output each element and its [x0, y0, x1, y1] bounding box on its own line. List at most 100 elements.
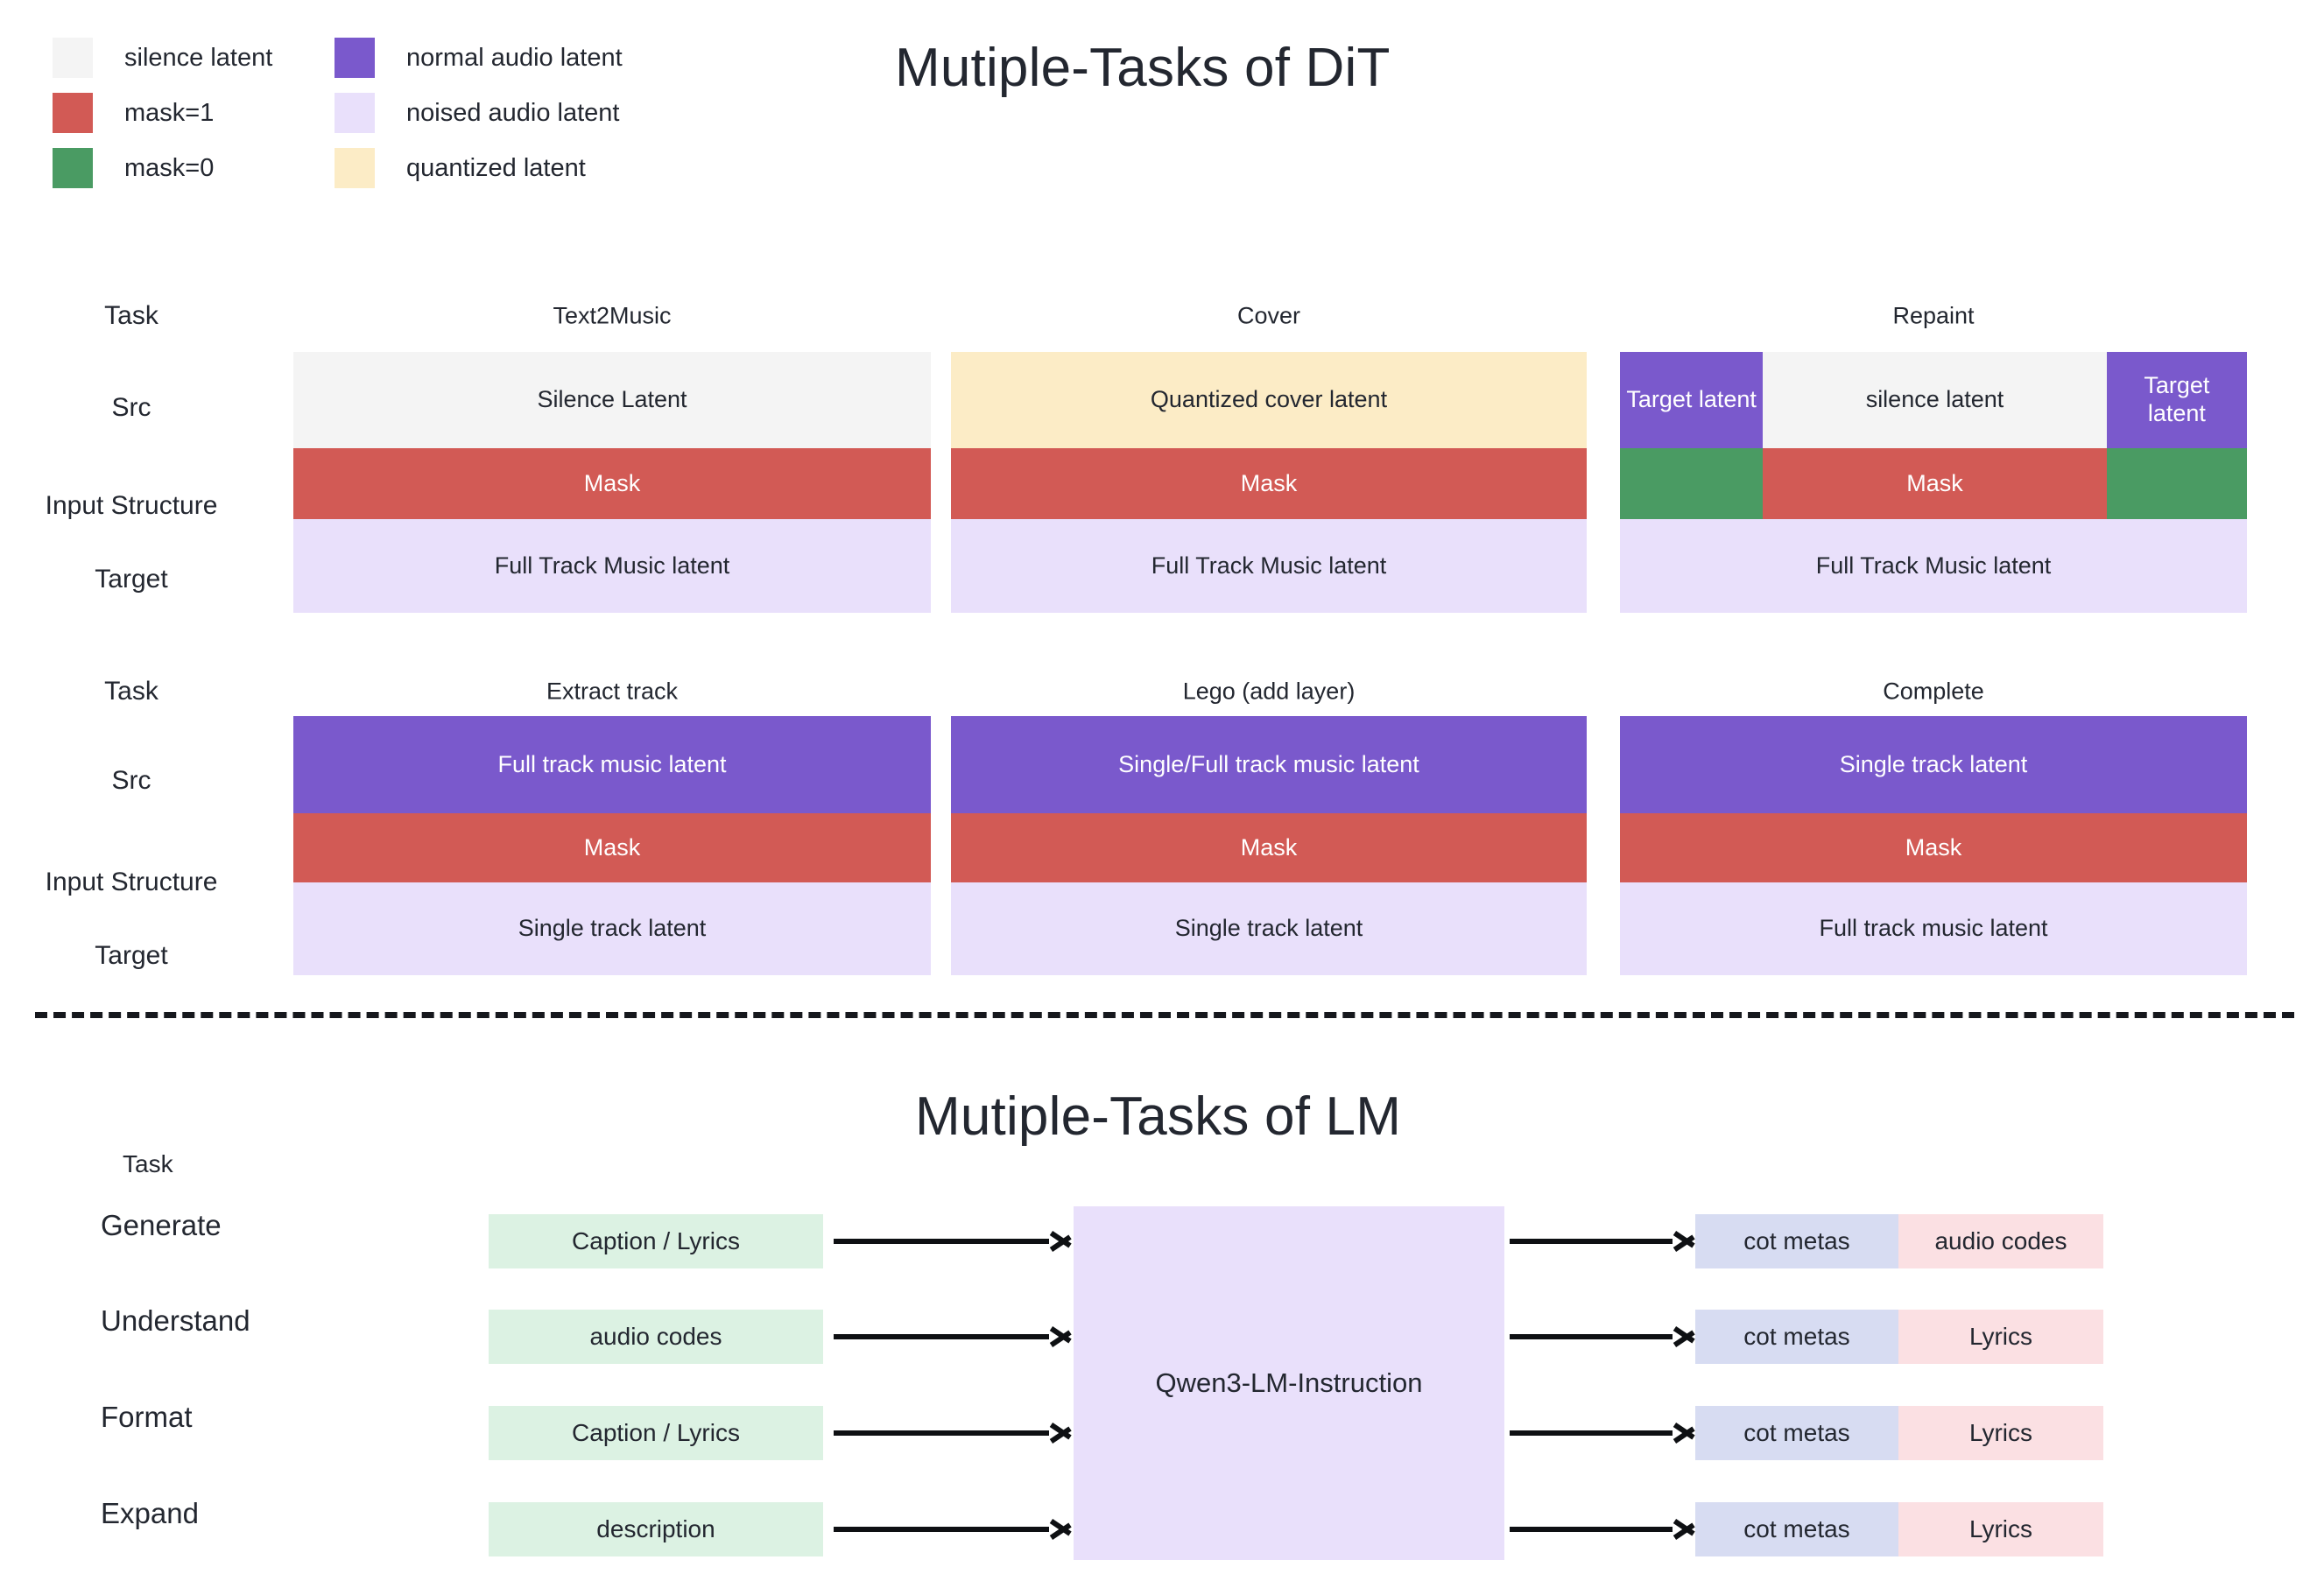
dit-task-label: Repaint	[1892, 302, 1975, 329]
dit-cell-src: silence latent	[1763, 352, 2107, 448]
dit-cell-src: Target latent	[1620, 352, 1764, 448]
lm-input-box: Caption / Lyrics	[489, 1406, 823, 1460]
row-label-task: Task	[104, 677, 158, 706]
dit-cell-structure: Mask	[1620, 813, 2247, 882]
dit-cell-structure: Mask	[293, 448, 931, 519]
dit-cell-structure: Mask	[951, 813, 1587, 882]
lm-output-payload: audio codes	[1898, 1214, 2103, 1268]
arrowhead-icon	[1671, 1423, 1692, 1444]
legend-label: quantized latent	[406, 153, 586, 182]
lm-task-header: Task	[123, 1150, 173, 1177]
section-divider	[35, 1012, 2294, 1018]
lm-input-box: description	[489, 1502, 823, 1556]
dit-task-label: Lego (add layer)	[1182, 678, 1356, 705]
legend-label: noised audio latent	[406, 98, 620, 127]
lm-arrow-in	[834, 1519, 1068, 1540]
legend-entry: mask=0	[53, 145, 272, 191]
lm-output-cot-metas: cot metas	[1695, 1406, 1898, 1460]
dit-cell-structure	[1620, 448, 1764, 519]
row-label-input-structure: Input Structure	[45, 491, 218, 520]
dit-task-label: Complete	[1883, 678, 1984, 705]
lm-output-cot-metas: cot metas	[1695, 1310, 1898, 1364]
dit-task-label: Cover	[1236, 302, 1301, 329]
dit-cell-target: Full Track Music latent	[1620, 519, 2247, 613]
arrow-shaft	[1510, 1334, 1673, 1339]
lm-model-box: Qwen3-LM-Instruction	[1074, 1206, 1504, 1560]
dit-task-label: Text2Music	[553, 302, 672, 329]
dit-cell-src: Quantized cover latent	[951, 352, 1587, 448]
lm-arrow-in	[834, 1326, 1068, 1347]
legend-swatch-normal-audio-latent	[335, 38, 375, 78]
dit-cell-target: Full track music latent	[1620, 882, 2247, 975]
lm-arrow-out	[1510, 1519, 1692, 1540]
legend-label: mask=1	[124, 98, 215, 127]
arrow-shaft	[834, 1239, 1049, 1244]
legend-swatch-mask-1	[53, 93, 93, 133]
arrow-shaft	[1510, 1430, 1673, 1436]
arrow-shaft	[834, 1430, 1049, 1436]
dit-cell-src: Single track latent	[1620, 716, 2247, 813]
lm-arrow-out	[1510, 1231, 1692, 1252]
lm-section-title: Mutiple-Tasks of LM	[915, 1086, 1402, 1147]
arrowhead-icon	[1671, 1231, 1692, 1252]
lm-arrow-in	[834, 1423, 1068, 1444]
dit-cell-src: Single/Full track music latent	[951, 716, 1587, 813]
lm-task-label-generate: Generate	[101, 1209, 222, 1241]
arrow-shaft	[834, 1527, 1049, 1532]
lm-task-label-format: Format	[101, 1401, 193, 1433]
lm-output-payload: Lyrics	[1898, 1310, 2103, 1364]
lm-output-payload: Lyrics	[1898, 1406, 2103, 1460]
arrow-shaft	[1510, 1239, 1673, 1244]
dit-cell-target: Full Track Music latent	[951, 519, 1587, 613]
legend-swatch-quantized-latent	[335, 148, 375, 188]
dit-cell-structure: Mask	[1763, 448, 2107, 519]
lm-task-label-understand: Understand	[101, 1304, 250, 1337]
legend-entry: silence latent	[53, 35, 272, 81]
dit-task-label: Extract track	[546, 678, 679, 705]
dit-cell-src: Target latent	[2106, 352, 2247, 448]
lm-output-payload: Lyrics	[1898, 1502, 2103, 1556]
dit-cell-src: Full track music latent	[293, 716, 931, 813]
arrow-shaft	[1510, 1527, 1673, 1532]
dit-cell-structure: Mask	[293, 813, 931, 882]
arrowhead-icon	[1047, 1423, 1068, 1444]
lm-input-box: audio codes	[489, 1310, 823, 1364]
legend-label: silence latent	[124, 43, 273, 72]
row-label-target: Target	[95, 565, 168, 594]
lm-input-box: Caption / Lyrics	[489, 1214, 823, 1268]
arrowhead-icon	[1671, 1326, 1692, 1347]
dit-cell-src: Silence Latent	[293, 352, 931, 448]
lm-output-cot-metas: cot metas	[1695, 1214, 1898, 1268]
row-label-target: Target	[95, 941, 168, 970]
legend-column: silence latent mask=1 mask=0	[53, 35, 272, 200]
legend-swatch-noised-audio-latent	[335, 93, 375, 133]
arrowhead-icon	[1047, 1326, 1068, 1347]
arrowhead-icon	[1671, 1519, 1692, 1540]
arrowhead-icon	[1047, 1231, 1068, 1252]
arrowhead-icon	[1047, 1519, 1068, 1540]
dit-cell-structure	[2106, 448, 2247, 519]
dit-cell-target: Single track latent	[293, 882, 931, 975]
row-label-task: Task	[104, 301, 158, 330]
dit-section-title: Mutiple-Tasks of DiT	[895, 38, 1391, 98]
lm-output-cot-metas: cot metas	[1695, 1502, 1898, 1556]
legend-swatch-silence-latent	[53, 38, 93, 78]
lm-task-label-expand: Expand	[101, 1497, 199, 1529]
row-label-src: Src	[111, 766, 151, 795]
lm-arrow-out	[1510, 1423, 1692, 1444]
lm-arrow-out	[1510, 1326, 1692, 1347]
row-label-src: Src	[111, 393, 151, 422]
legend-entry: normal audio latent	[335, 35, 623, 81]
legend-entry: noised audio latent	[335, 90, 623, 136]
lm-arrow-in	[834, 1231, 1068, 1252]
legend-entry: quantized latent	[335, 145, 623, 191]
legend-column: normal audio latent noised audio latent qu…	[335, 35, 623, 200]
arrow-shaft	[834, 1334, 1049, 1339]
legend-entry: mask=1	[53, 90, 272, 136]
dit-cell-structure: Mask	[951, 448, 1587, 519]
legend-label: mask=0	[124, 153, 215, 182]
legend-label: normal audio latent	[406, 43, 623, 72]
legend-swatch-mask-0	[53, 148, 93, 188]
dit-cell-target: Single track latent	[951, 882, 1587, 975]
row-label-input-structure: Input Structure	[45, 868, 218, 896]
